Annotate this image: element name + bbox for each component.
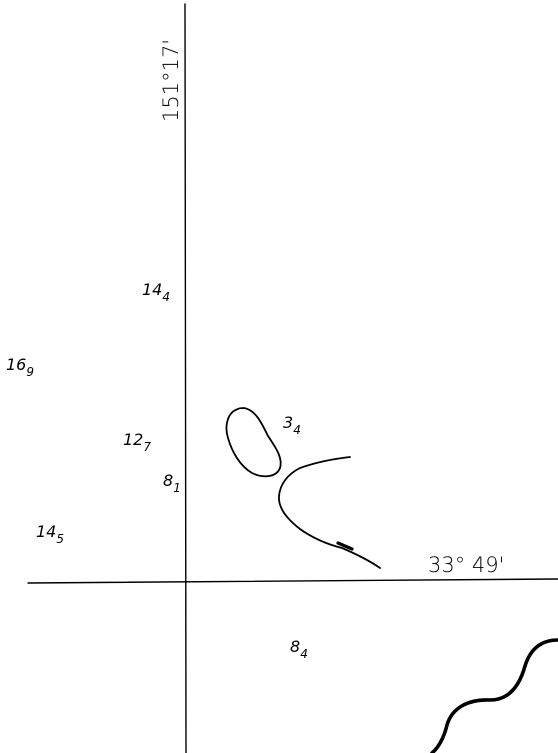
depth-contour-line bbox=[278, 456, 381, 569]
longitude-meridian-line bbox=[184, 3, 187, 753]
depth-sounding: 84 bbox=[290, 637, 308, 661]
rock-outline bbox=[225, 407, 282, 478]
depth-sounding: 169 bbox=[6, 355, 34, 379]
latitude-parallel-line bbox=[27, 578, 558, 584]
depth-sounding: 81 bbox=[163, 471, 181, 495]
longitude-label: 151°17' bbox=[159, 39, 183, 122]
depth-sounding: 34 bbox=[283, 413, 301, 437]
latitude-label: 33° 49' bbox=[428, 553, 504, 577]
depth-sounding: 127 bbox=[123, 430, 151, 454]
depth-sounding: 145 bbox=[36, 522, 64, 546]
depth-sounding: 144 bbox=[142, 280, 170, 304]
coastline bbox=[430, 638, 558, 753]
contour-marker bbox=[336, 541, 354, 551]
